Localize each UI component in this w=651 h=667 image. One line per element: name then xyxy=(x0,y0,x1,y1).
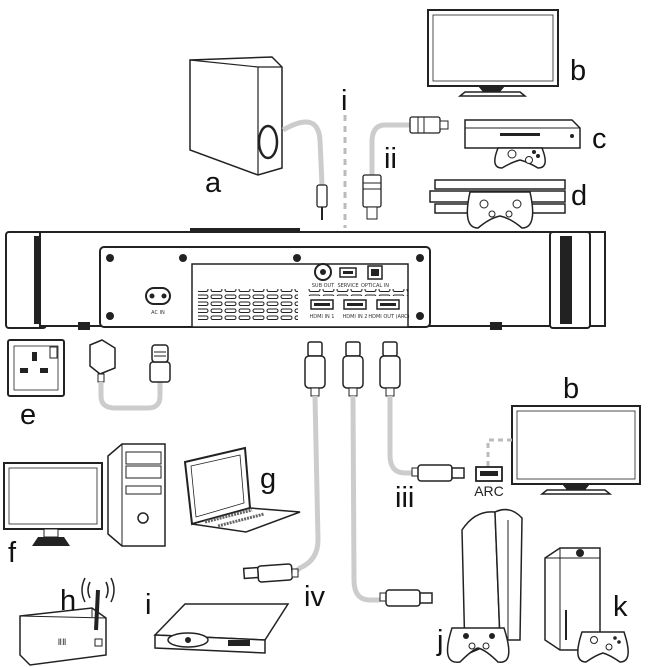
hdmi-in-1-port: HDMI IN 1 xyxy=(310,299,335,320)
hdmi-in-1-label: HDMI IN 1 xyxy=(310,314,335,320)
label-a: a xyxy=(205,167,222,199)
label-f: f xyxy=(8,537,17,569)
xbox-series-x xyxy=(544,547,601,651)
label-i-roman: i xyxy=(341,85,347,117)
ps5-controller xyxy=(446,627,510,663)
label-b-top: b xyxy=(570,55,586,87)
label-e: e xyxy=(20,399,36,431)
hdmi-plug-2 xyxy=(342,341,364,397)
sub-out-port: SUB OUT xyxy=(312,263,335,289)
tv-arc-label: ARC xyxy=(474,483,504,499)
optical-in-label: OPTICAL IN xyxy=(361,283,389,289)
router: ⅡⅡ xyxy=(19,577,115,666)
label-g: g xyxy=(260,463,276,495)
label-k: k xyxy=(613,591,628,623)
ac-in-port: AC IN xyxy=(145,287,171,316)
hdmi-plug-iii-end xyxy=(411,464,465,482)
label-c: c xyxy=(592,123,607,155)
service-port: SERVICE xyxy=(337,267,359,289)
xbox-controller-k xyxy=(577,631,629,663)
optical-in-port: OPTICAL IN xyxy=(361,265,389,289)
ac-in-label: AC IN xyxy=(151,310,165,316)
sub-rca-plug xyxy=(316,184,328,220)
hdmi-plug-1 xyxy=(304,341,326,397)
hdmi-out-arc-label: HDMI OUT (ARC) xyxy=(368,314,409,320)
pc-tower xyxy=(107,443,166,547)
label-h: h xyxy=(60,585,76,617)
ps5-console xyxy=(461,508,523,657)
optical-plug-top xyxy=(409,116,449,134)
laptop xyxy=(183,446,301,533)
hdmi-out-arc-port: HDMI OUT (ARC) xyxy=(368,299,410,320)
xbox-controller-c xyxy=(494,147,546,169)
bluray-player xyxy=(153,603,290,654)
tv-right xyxy=(511,405,641,495)
subwoofer xyxy=(189,56,283,176)
label-d: d xyxy=(571,180,587,212)
label-b-right: b xyxy=(563,373,579,405)
soundbar xyxy=(5,228,606,330)
optical-plug-bottom xyxy=(362,174,382,220)
pc-monitor xyxy=(3,462,103,546)
tv-top xyxy=(427,9,559,97)
hdmi-plug-ps5-end xyxy=(379,589,433,607)
tv-hdmi-arc-port: ARC xyxy=(474,466,504,499)
sub-out-label: SUB OUT xyxy=(312,283,335,289)
label-j: j xyxy=(436,625,443,657)
power-plug xyxy=(89,339,116,383)
figure8-plug xyxy=(149,344,171,383)
hdmi-in-2-port: HDMI IN 2 xyxy=(343,299,368,320)
hdmi-in-2-label: HDMI IN 2 xyxy=(343,314,368,320)
label-iv: iv xyxy=(304,581,325,613)
label-ii: ii xyxy=(384,143,397,175)
hdmi-plug-3 xyxy=(379,341,401,397)
ps4-controller xyxy=(466,191,534,229)
service-label: SERVICE xyxy=(337,283,358,289)
router-text: ⅡⅡ xyxy=(58,638,67,648)
label-iii: iii xyxy=(395,482,414,514)
xbox-one-console xyxy=(464,119,581,149)
label-i-device: i xyxy=(145,589,151,621)
wall-socket xyxy=(7,339,65,397)
hdmi-plug-iv-end xyxy=(242,563,299,583)
